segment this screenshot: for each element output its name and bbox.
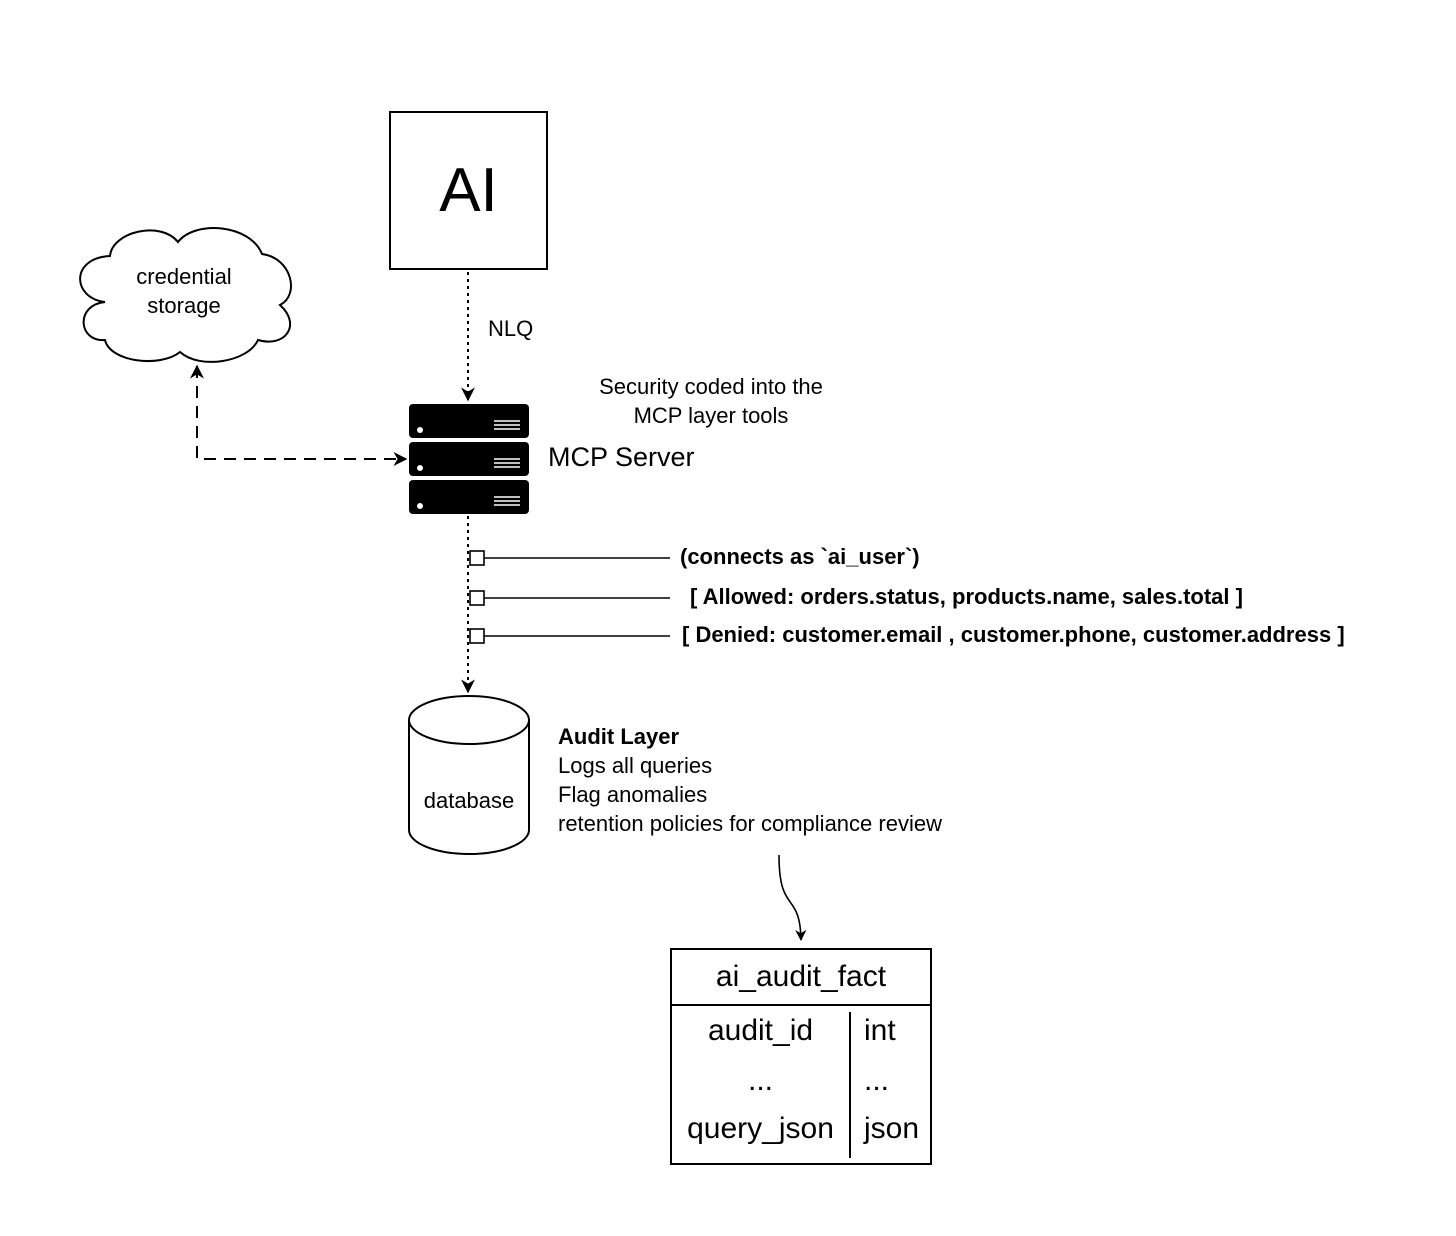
server-icon <box>409 404 529 514</box>
security-note-line-2: MCP layer tools <box>633 403 789 428</box>
audit-table-row-2-type: ... <box>864 1064 890 1097</box>
audit-layer-line-1: Logs all queries <box>558 753 713 778</box>
audit-table-row-1-type: int <box>864 1014 896 1047</box>
audit-layer-line-3: retention policies for compliance review <box>558 811 942 836</box>
credential-storage-line-1: credential <box>136 264 232 289</box>
credential-storage-line-2: storage <box>147 293 221 318</box>
nlq-edge-label: NLQ <box>488 316 534 341</box>
rule-connector-3 <box>469 628 670 644</box>
edge-mcp-credential <box>190 364 408 466</box>
rule-denied-columns: [ Denied: customer.email , customer.phon… <box>682 622 1345 647</box>
credential-storage-label: credential storage <box>108 262 260 320</box>
audit-table: ai_audit_fact audit_id int ... ... query… <box>670 948 932 1165</box>
security-note: Security coded into the MCP layer tools <box>560 372 862 430</box>
edge-audit-to-table <box>778 854 807 942</box>
rule-connector-1 <box>469 550 670 566</box>
database-label: database <box>423 788 515 813</box>
audit-table-row-2-column: ... <box>747 1064 773 1097</box>
mcp-server-label: MCP Server <box>548 442 695 472</box>
rule-connects-as: (connects as `ai_user`) <box>680 544 920 569</box>
audit-table-row-3-type: json <box>864 1112 920 1145</box>
audit-table-row-3-column: query_json <box>687 1112 834 1145</box>
database-cylinder-icon <box>408 695 530 855</box>
audit-table-name: ai_audit_fact <box>672 950 930 1006</box>
credential-storage-cloud <box>79 227 292 363</box>
audit-layer-note: Audit Layer Logs all queries Flag anomal… <box>558 722 942 838</box>
audit-table-column-divider <box>849 1012 851 1158</box>
audit-table-row-1-column: audit_id <box>707 1014 814 1047</box>
audit-layer-line-2: Flag anomalies <box>558 782 708 807</box>
audit-layer-title: Audit Layer <box>558 724 680 749</box>
ai-node: AI <box>389 111 548 270</box>
ai-label: AI <box>439 156 498 225</box>
rule-connector-2 <box>469 590 670 606</box>
rule-allowed-columns: [ Allowed: orders.status, products.name,… <box>690 584 1243 609</box>
security-note-line-1: Security coded into the <box>599 374 823 399</box>
